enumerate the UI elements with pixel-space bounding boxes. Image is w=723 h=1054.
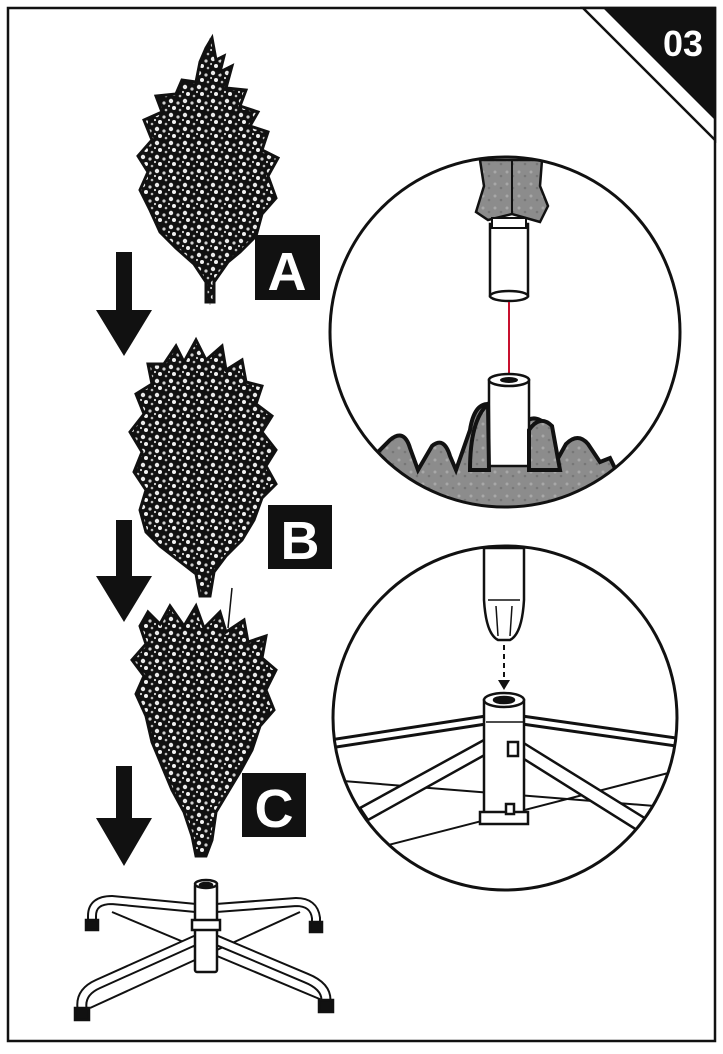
section-label-c: C	[242, 773, 306, 839]
step-number: 03	[663, 23, 703, 64]
section-label-a: A	[255, 235, 320, 302]
section-label-b: B	[268, 505, 332, 571]
svg-text:C: C	[255, 779, 294, 839]
page-frame	[8, 8, 715, 1041]
svg-text:A: A	[268, 242, 307, 302]
svg-text:B: B	[281, 511, 320, 571]
